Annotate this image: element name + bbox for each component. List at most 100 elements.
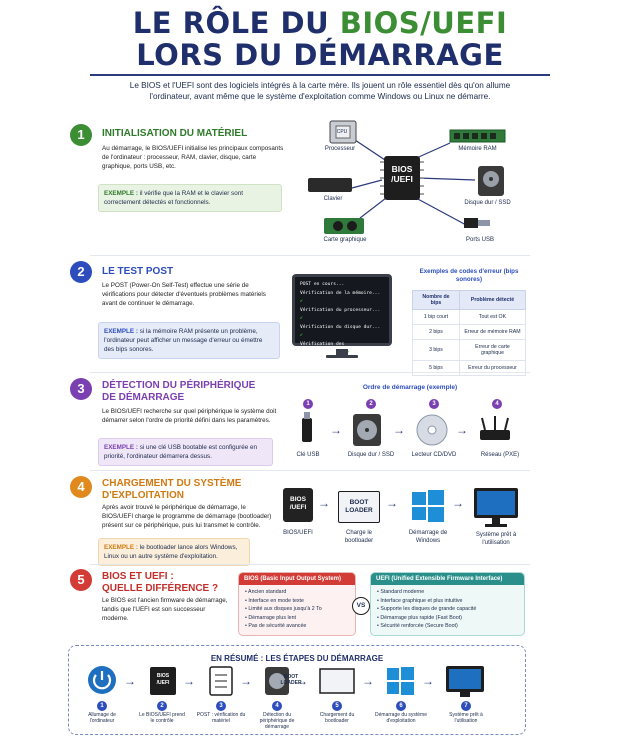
section-5-text: Le BIOS est l'ancien firmware de démarra… [102,597,228,622]
summary-chip-label: BIOS/UEFI [156,673,170,686]
post-line: Vérification du processeur... ✔ [300,307,381,322]
list-item: Interface en mode texte [245,597,349,606]
step-label: Chargement du bootloader [319,712,355,724]
section-1-number: 1 [70,124,92,146]
step-number: 6 [396,701,406,711]
arrow-icon: → [362,674,374,688]
cd-icon [416,414,448,446]
step-number: 2 [157,701,167,711]
step-label: Système prêt à l'utilisation [449,712,483,724]
cpu-icon-label: CPU [336,129,348,135]
list-item: Pas de sécurité avancée [245,622,349,631]
post-line: Aucun problème détecté [300,358,361,364]
windows-logo-icon [412,490,444,522]
table-header: Problème détecté [458,290,527,310]
arrow-icon: → [330,423,342,437]
check-icon: ✔ [300,316,303,321]
check-icon: ✔ [300,299,303,304]
router-icon [480,416,510,440]
bios-card-header: BIOS (Basic Input Output System) [239,573,355,585]
device-label: Disque dur / SSD [347,452,395,458]
error-codes-title: Exemples de codes d'erreur (bips sonores… [419,268,519,283]
table-header: Nombre de bips [412,290,460,310]
cpu-icon [329,120,357,144]
bootloader-icon [319,668,355,694]
list-item: Sécurité renforcée (Secure Boot) [377,622,518,631]
arrow-icon: → [393,423,405,437]
bios-card-list: Ancien standard Interface en mode texte … [239,585,355,634]
disk-icon [478,166,504,196]
arrow-icon: → [240,674,252,688]
windows-logo-icon [387,667,414,695]
section-4-number: 4 [70,476,92,498]
error-codes-table: Nombre de bips Problème détecté 1 bip co… [412,290,527,376]
device-label: Réseau (PXE) [480,452,520,458]
list-item: Démarrage plus lent [245,614,349,623]
label-carte-graphique: Carte graphique [323,237,367,243]
device-number: 1 [303,399,313,409]
step-number: 3 [216,701,226,711]
post-line: Vérification des périphériques... ✔ [300,341,350,356]
section-5-number: 5 [70,569,92,591]
step-label: Le BIOS/UEFI prend le contrôle [139,712,185,724]
usb-key-icon [302,412,312,442]
section-2-example: EXEMPLE : si la mémoire RAM présente un … [98,322,280,359]
list-item: Supporte les disques de grande capacité [377,605,518,614]
ram-icon [449,129,506,143]
step-number: 1 [97,701,107,711]
hardware-diagram [308,120,506,234]
bios-chip-icon [150,667,176,695]
arrow-icon: → [456,423,468,437]
separator [90,372,530,373]
device-number: 4 [492,399,502,409]
check-icon: ✔ [300,333,303,338]
flow-label: Système prêt à l'utilisation [475,532,517,546]
label-disque: Disque dur / SSD [464,200,511,206]
section-3-text: Le BIOS/UEFI recherche sur quel périphér… [102,408,277,424]
vs-badge: VS [352,597,370,615]
gpu-icon [324,218,364,234]
section-4-text: Après avoir trouvé le périphérique de dé… [102,504,272,529]
uefi-card: UEFI (Unified Extensible Firmware Interf… [370,572,525,636]
step-number: 4 [272,701,282,711]
section-2-title: LE TEST POST [102,266,174,277]
uefi-card-header: UEFI (Unified Extensible Firmware Interf… [371,573,524,585]
flow-label: Démarrage de Windows [408,530,448,544]
uefi-card-list: Standard moderne Interface graphique et … [371,585,524,634]
usb-icon [464,218,490,228]
monitor-stand [336,349,348,355]
post-monitor: POST en cours... Vérification de la mémo… [292,274,392,364]
separator [90,470,530,471]
section-3-example: EXEMPLE : si une clé USB bootable est co… [98,438,273,466]
step-label: Allumage de l'ordinateur [88,712,116,724]
summary-icons: → → → → → → [88,666,484,697]
arrow-icon: → [124,674,136,688]
boot-order-title: Ordre de démarrage (exemple) [362,384,458,391]
post-line: Vérification de la mémoire... ✔ [300,290,381,305]
step-label: Détection du périphérique de démarrage [259,712,295,730]
checklist-icon [209,666,233,696]
bios-chip-icon: BIOS/UEFI [283,488,313,522]
section-2-text: Le POST (Power-On Self-Test) effectue un… [102,282,266,307]
hdd-icon [265,667,289,695]
section-3-number: 3 [70,378,92,400]
list-item: Standard moderne [377,588,518,597]
device-label: Clé USB [296,452,320,458]
monitor-base [326,355,358,358]
step-number: 5 [332,701,342,711]
arrow-icon: → [422,674,434,688]
summary-box [68,645,526,735]
device-label: Lecteur CD/DVD [411,452,457,458]
boot-devices: → → → [302,412,510,446]
keyboard-icon [308,178,352,192]
step-label: Démarrage du système d'exploitation [375,712,427,724]
list-item: Démarrage plus rapide (Fast Boot) [377,614,518,623]
arrow-icon: → [183,674,195,688]
summary-title: EN RÉSUMÉ : LES ÉTAPES DU DÉMARRAGE [210,654,384,663]
